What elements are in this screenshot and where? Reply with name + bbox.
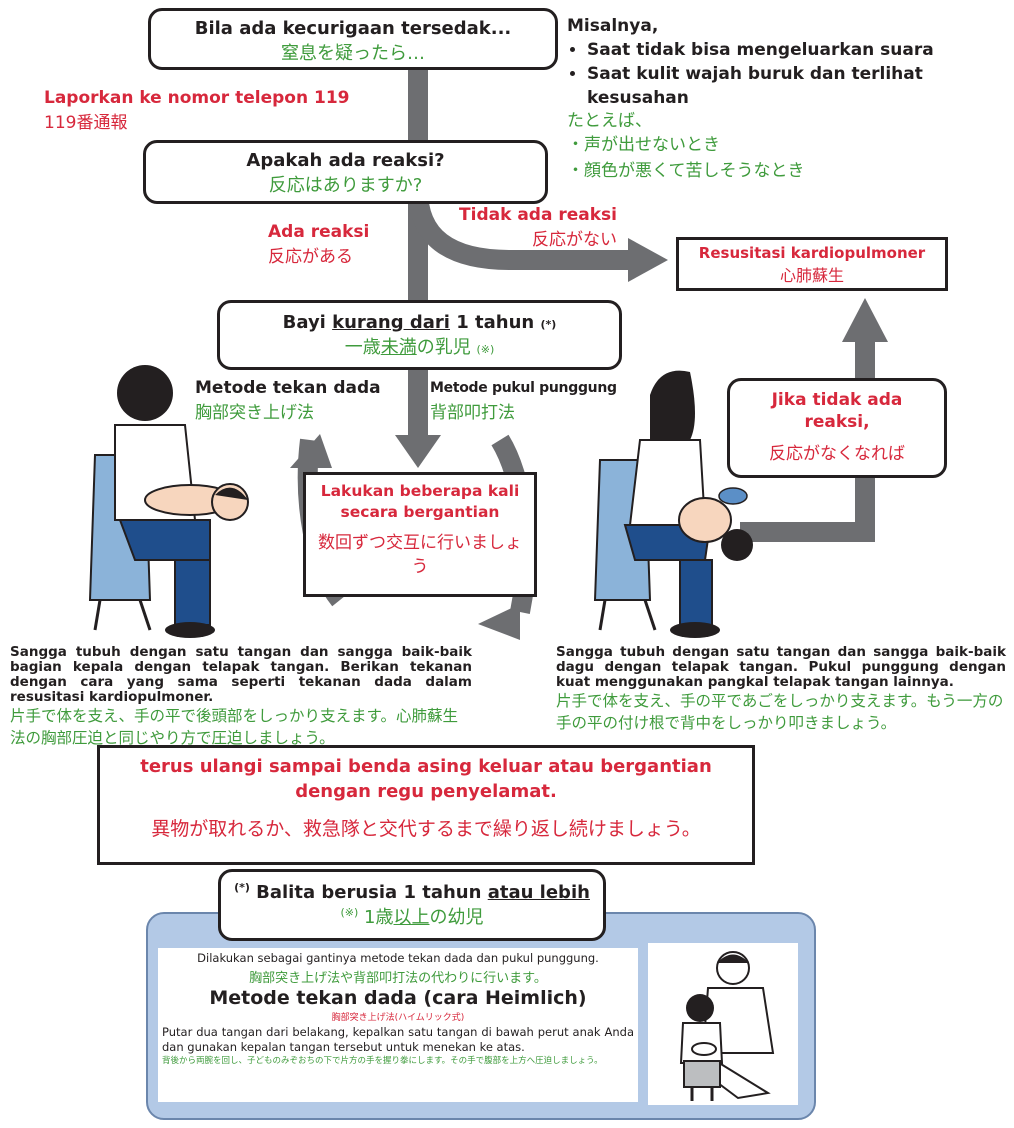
method-chest: Metode tekan dada 胸部突き上げ法: [195, 378, 381, 423]
heimlich-intro-id: Dilakukan sebagai gantinya metode tekan …: [197, 951, 599, 965]
branch-no-jp: 反応がない: [532, 230, 617, 250]
branch-yes-jp: 反応がある: [268, 247, 353, 267]
method-chest-id: Metode tekan dada: [195, 378, 381, 398]
report-id: Laporkan ke nomor telepon 119: [44, 88, 350, 108]
report-119: Laporkan ke nomor telepon 119 119番通報: [44, 88, 349, 133]
branch-yes-id: Ada reaksi: [268, 222, 370, 242]
method-back-id: Metode pukul punggung: [430, 380, 617, 396]
heimlich-body-jp: 背後から両腕を回し、子どものみぞおちの下で片方の手を握り拳にします。その手で腹部…: [162, 1056, 603, 1066]
heimlich-illustration: [648, 943, 798, 1105]
examples-jp-item: ・顔色が悪くて苦しそうなとき: [567, 161, 805, 181]
no-reaction-after-jp: 反応がなくなれば: [769, 444, 905, 464]
heimlich-title-jp: 胸部突き上げ法(ハイムリック式): [331, 1013, 465, 1023]
toddler-jp-underline: 以上: [393, 907, 430, 928]
toddler-jp-mark: (※): [340, 906, 359, 919]
report-jp: 119番通報: [44, 113, 128, 133]
examples-block: Misalnya, Saat tidak bisa mengeluarkan s…: [567, 14, 997, 184]
alternate-jp: 数回ずつ交互に行いましょう: [318, 533, 522, 577]
infant-jp-mark: (※): [476, 343, 495, 356]
heimlich-card: Dilakukan sebagai gantinya metode tekan …: [158, 948, 638, 1102]
heimlich-body-id: Putar dua tangan dari belakang, kepalkan…: [162, 1025, 634, 1054]
infant-jp-b: の乳児: [416, 337, 471, 358]
desc-right-id: Sangga tubuh dengan satu tangan dan sang…: [556, 644, 1006, 690]
infant-id-a: Bayi: [282, 312, 333, 333]
infant-jp-underline: 未満: [380, 337, 417, 358]
desc-left-id: Sangga tubuh dengan satu tangan dan sang…: [10, 644, 472, 705]
cpr-jp: 心肺蘇生: [779, 266, 844, 285]
repeat-box: terus ulangi sampai benda asing keluar a…: [97, 745, 755, 865]
toddler-id-a: Balita berusia 1 tahun: [249, 882, 488, 903]
no-reaction-after-id: Jika tidak ada reaksi,: [771, 390, 903, 432]
suspect-choking-box: Bila ada kecurigaan tersedak... 窒息を疑ったら…: [148, 8, 558, 70]
cycle-arrowhead-bottom: [478, 604, 520, 640]
branch-no-id: Tidak ada reaksi: [459, 205, 617, 225]
desc-left-jp: 片手で体を支え、手の平で後頭部をしっかり支えます。心肺蘇生法の胸部圧迫と同じやり…: [10, 707, 458, 747]
right-arrowhead: [628, 238, 668, 282]
cpr-box: Resusitasi kardiopulmoner 心肺蘇生: [676, 237, 948, 291]
examples-jp-title: たとえば、: [567, 111, 652, 131]
heimlich-intro-jp: 胸部突き上げ法や背部叩打法の代わりに行います。: [249, 971, 547, 986]
alternate-id: Lakukan beberapa kali secara bergantian: [320, 482, 520, 521]
cpr-id: Resusitasi kardiopulmoner: [698, 244, 926, 262]
chest-thrust-illustration: [88, 365, 249, 638]
infant-id-b: 1 tahun: [449, 312, 535, 333]
reaction-id: Apakah ada reaksi?: [246, 150, 445, 171]
no-reaction-after-box: Jika tidak ada reaksi, 反応がなくなれば: [727, 378, 947, 478]
infant-jp-a: 一歳: [344, 337, 381, 358]
infant-id-mark: (*): [540, 318, 557, 331]
toddler-jp-b: の幼児: [429, 907, 484, 928]
up-arrowhead: [842, 298, 888, 342]
branch-no: Tidak ada reaksi 反応がない: [432, 205, 617, 250]
method-back: Metode pukul punggung 背部叩打法: [430, 380, 617, 423]
down-arrowhead: [395, 435, 441, 468]
suspect-jp: 窒息を疑ったら…: [281, 43, 425, 64]
desc-left: Sangga tubuh dengan satu tangan dan sang…: [10, 645, 472, 749]
repeat-id: terus ulangi sampai benda asing keluar a…: [140, 756, 712, 802]
heimlich-title: Metode tekan dada (cara Heimlich): [209, 987, 587, 1009]
repeat-jp: 異物が取れるか、救急隊と交代するまで繰り返し続けましょう。: [151, 818, 701, 840]
example-item: Saat kulit wajah buruk dan terlihat kesu…: [587, 62, 997, 110]
toddler-jp-a: 1歳: [358, 907, 394, 928]
examples-list: Saat tidak bisa mengeluarkan suara Saat …: [567, 38, 997, 110]
example-item: Saat tidak bisa mengeluarkan suara: [587, 38, 997, 62]
toddler-id-underline: atau lebih: [487, 882, 590, 903]
back-blow-illustration: [593, 370, 753, 638]
toddler-id-mark: (*): [234, 881, 250, 894]
toddler-box: (*) Balita berusia 1 tahun atau lebih (※…: [218, 869, 606, 941]
no-reaction-arrow: [408, 189, 630, 270]
examples-title: Misalnya,: [567, 16, 659, 36]
reaction-jp: 反応はありますか?: [268, 175, 423, 196]
suspect-id: Bila ada kecurigaan tersedak...: [194, 18, 512, 39]
examples-jp-item: ・声が出せないとき: [567, 135, 720, 155]
desc-right: Sangga tubuh dengan satu tangan dan sang…: [556, 645, 1006, 734]
infant-box: Bayi kurang dari 1 tahun (*) 一歳未満の乳児 (※): [217, 300, 622, 370]
reaction-question-box: Apakah ada reaksi? 反応はありますか?: [143, 140, 548, 204]
method-back-jp: 背部叩打法: [430, 403, 515, 423]
branch-yes: Ada reaksi 反応がある: [268, 222, 369, 267]
alternate-box: Lakukan beberapa kali secara bergantian …: [303, 472, 537, 597]
desc-right-jp: 片手で体を支え、手の平であごをしっかり支えます。もう一方の手の平の付け根で背中を…: [556, 692, 1004, 732]
cycle-arrowhead-top: [290, 434, 332, 468]
infant-id-underline: kurang dari: [332, 312, 450, 333]
method-chest-jp: 胸部突き上げ法: [195, 403, 314, 423]
